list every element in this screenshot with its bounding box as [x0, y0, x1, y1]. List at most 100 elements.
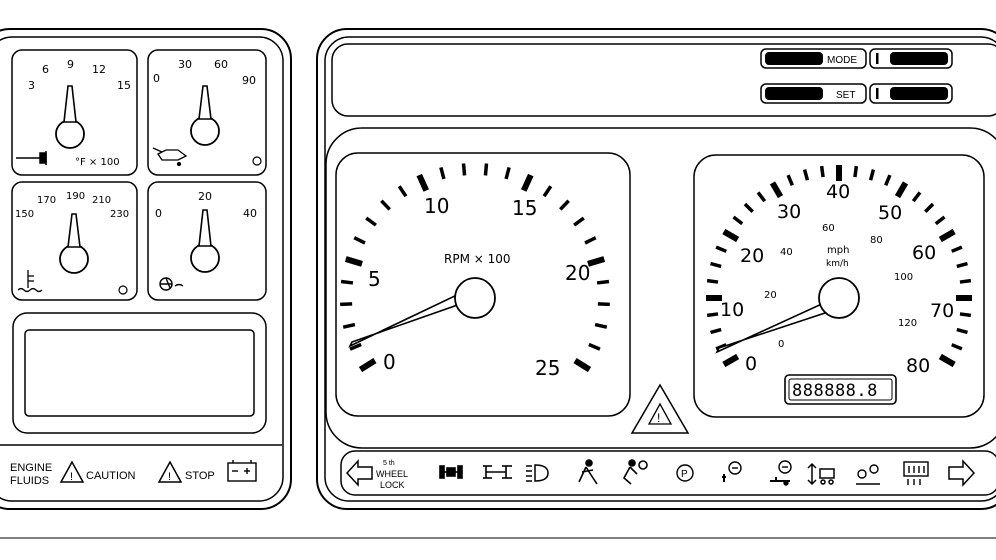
speed-tick-marks: [706, 165, 972, 368]
kmh-number: 0: [778, 339, 784, 350]
gauge-air-pressure: 0 20 40: [147, 181, 267, 301]
major-tick: [416, 173, 429, 192]
minor-tick: [956, 327, 968, 335]
parking-brake-icon: P: [676, 464, 694, 482]
minor-tick: [786, 174, 794, 186]
minor-tick: [924, 202, 935, 213]
air-pressure-icon: [159, 277, 184, 291]
minor-tick: [596, 279, 610, 285]
top-button-group: MODE SET: [760, 48, 953, 104]
tick-label: 40: [243, 207, 257, 220]
fifth-wheel-label-1: 5 th: [383, 460, 395, 467]
kmh-unit-label: km/h: [826, 259, 849, 269]
down-marker-icon: [876, 88, 879, 99]
tick-label: 30: [178, 58, 192, 71]
oil-can-icon: [152, 147, 188, 167]
minor-tick: [884, 174, 892, 186]
kmh-number: 80: [870, 235, 883, 246]
minor-tick: [934, 215, 946, 226]
minor-tick: [573, 216, 585, 227]
up-marker-icon: [876, 53, 879, 64]
left-panel: [0, 28, 292, 510]
right-panel: [316, 28, 996, 510]
gauge-coolant-temp: 150 170 190 210 230: [11, 181, 138, 301]
left-message-display: [12, 312, 267, 434]
minor-tick: [559, 199, 570, 211]
down-button[interactable]: [869, 83, 953, 104]
right-turn-signal-icon: [948, 459, 976, 487]
minor-tick: [951, 245, 963, 253]
tach-number: 15: [512, 196, 537, 220]
trailer-brake-icon: [722, 461, 742, 482]
minor-tick: [959, 278, 972, 284]
left-turn-signal-icon: [345, 459, 373, 487]
tick-label: 9: [67, 58, 74, 71]
major-tick: [587, 256, 606, 267]
minor-tick: [584, 236, 597, 245]
minor-tick: [380, 199, 391, 211]
mode-label: MODE: [827, 55, 857, 66]
tick-label: 230: [110, 209, 129, 220]
minor-tick: [353, 236, 366, 245]
mph-number: 0: [745, 353, 757, 375]
seatbelt-icon: [578, 459, 598, 485]
major-tick: [769, 181, 784, 199]
minor-tick: [743, 202, 754, 213]
hazard-warning-icon[interactable]: !: [630, 383, 690, 434]
caution-icon: !: [59, 460, 85, 483]
kmh-number: 20: [764, 290, 777, 301]
major-tick: [722, 228, 740, 243]
minor-tick: [819, 165, 825, 178]
minor-tick: [911, 191, 922, 203]
indicator-lamp: [118, 285, 128, 295]
minor-tick: [504, 166, 511, 180]
minor-tick: [853, 165, 859, 178]
tachometer: 0 5 10 15 20 25 RPM × 100: [335, 152, 631, 417]
kmh-number: 60: [822, 223, 835, 234]
gauge-oil-pressure: 0 30 60 90: [147, 49, 267, 176]
mph-number: 30: [777, 201, 801, 223]
set-button[interactable]: [760, 83, 867, 104]
set-label: SET: [836, 90, 855, 101]
tach-number: 0: [383, 350, 396, 374]
fifth-wheel-label-2: WHEEL: [376, 469, 408, 479]
major-tick: [938, 228, 956, 243]
mph-unit-label: mph: [827, 245, 849, 256]
tick-label: 150: [15, 209, 34, 220]
engine-fluids-label-1: ENGINE: [10, 462, 52, 474]
minor-tick: [461, 163, 467, 176]
stop-label: STOP: [185, 470, 215, 482]
trailer-abs-icon: [770, 460, 792, 486]
kmh-number: 40: [780, 247, 793, 258]
parking-label: P: [681, 469, 688, 480]
minor-tick: [365, 216, 377, 227]
battery-icon: [227, 460, 257, 482]
tach-number: 25: [535, 356, 560, 380]
tick-label: 6: [42, 63, 49, 76]
minor-tick: [542, 185, 553, 198]
odometer-display: [784, 374, 897, 405]
tick-label: 210: [92, 195, 111, 206]
up-button[interactable]: [869, 48, 953, 69]
minor-tick: [959, 312, 972, 318]
minor-tick: [706, 312, 719, 318]
minor-tick: [340, 302, 353, 307]
kmh-number: 120: [898, 318, 917, 329]
tick-label: 170: [37, 195, 56, 206]
tick-label: 0: [153, 72, 160, 85]
unit-label: °F × 100: [75, 157, 120, 168]
minor-tick: [483, 163, 489, 176]
kmh-number: 100: [894, 272, 913, 283]
major-tick: [344, 256, 363, 267]
tick-label: 90: [242, 74, 256, 87]
mph-number: 50: [878, 202, 902, 224]
mph-number: 20: [740, 245, 764, 267]
mph-number: 40: [826, 181, 850, 203]
minor-tick: [802, 169, 810, 181]
minor-tick: [756, 191, 767, 203]
minor-tick: [706, 278, 719, 284]
svg-text:!: !: [657, 411, 660, 425]
tick-label: 0: [155, 207, 162, 220]
coolant-temp-icon: [17, 270, 43, 293]
